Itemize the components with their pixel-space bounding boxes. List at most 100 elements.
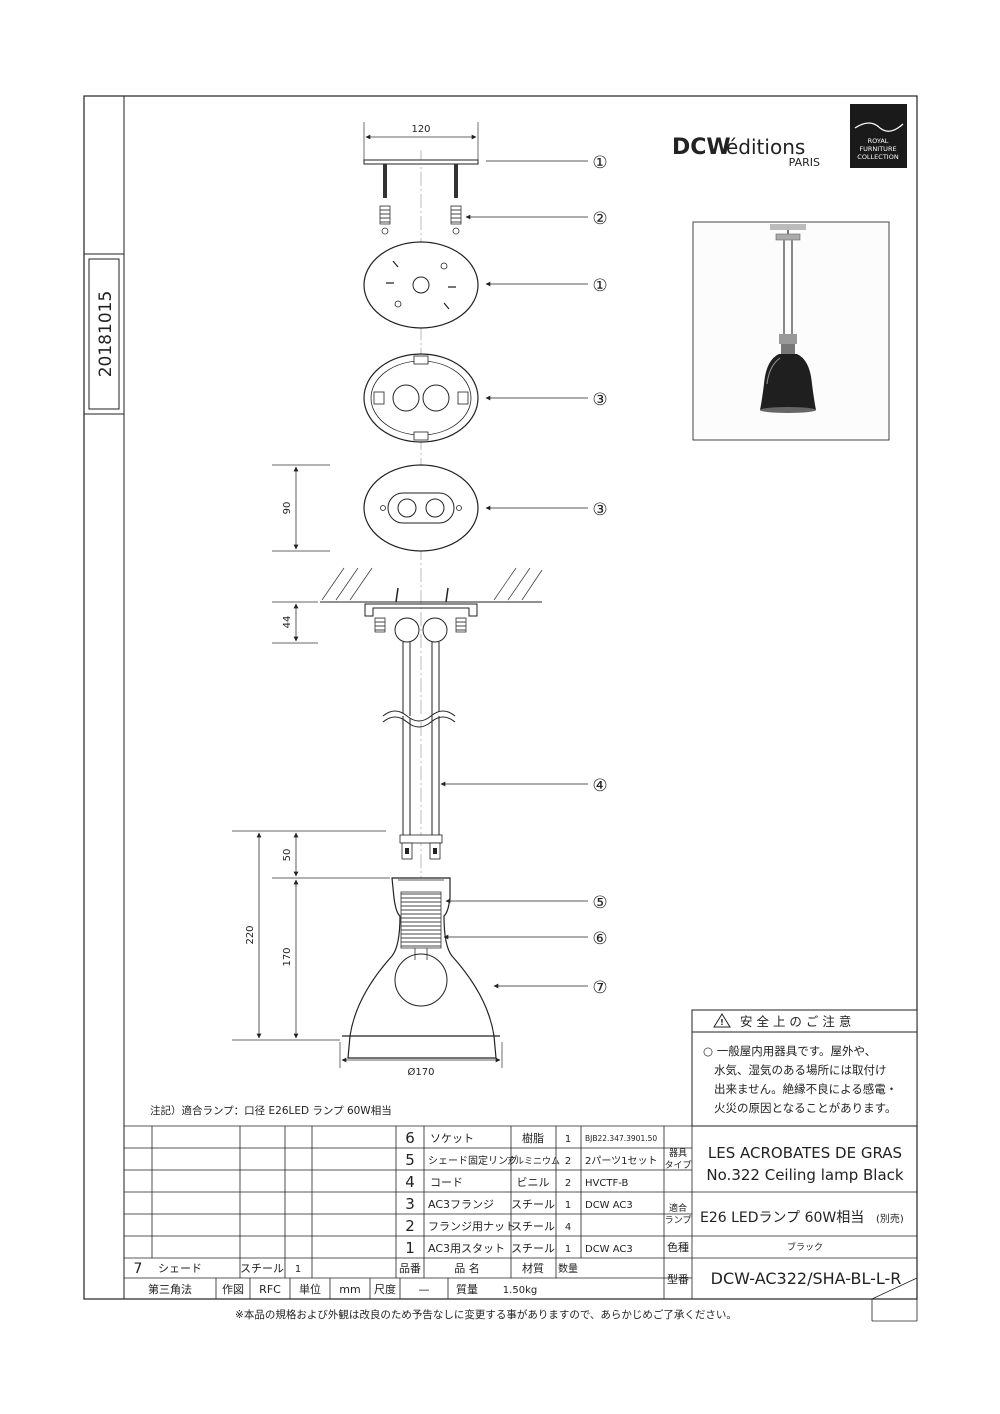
model-value: DCW-AC322/SHA-BL-L-R: [711, 1269, 902, 1288]
footer-row: 第三角法 作図 RFC 単位 mm 尺度 — 質量 1.50kg: [148, 1282, 537, 1296]
svg-text:—: —: [419, 1283, 430, 1296]
svg-text:90: 90: [282, 502, 293, 515]
svg-text:2: 2: [405, 1217, 415, 1235]
assembled-flange: [364, 603, 478, 643]
callout-5: ⑤: [592, 893, 607, 913]
lamp-note: 注記）適合ランプ：口径 E26LED ランプ 60W相当: [150, 1104, 392, 1117]
dimension-flange-height: 90: [272, 464, 330, 552]
color-label: 色種: [667, 1240, 689, 1254]
svg-text:120: 120: [411, 124, 430, 135]
svg-text:数量: 数量: [558, 1262, 578, 1275]
safety-line-3: 出来ません。絶縁不良による感電・: [714, 1082, 897, 1096]
svg-text:品番: 品番: [399, 1262, 421, 1275]
svg-text:樹脂: 樹脂: [522, 1131, 544, 1145]
callout-2: ②: [592, 209, 607, 229]
flange-back-view: [363, 353, 479, 443]
callout-6: ⑥: [592, 929, 607, 949]
date-stamp-text: 20181015: [96, 291, 116, 378]
svg-text:質量: 質量: [456, 1282, 478, 1296]
color-value: ブラック: [787, 1241, 823, 1253]
svg-text:DCW AC3: DCW AC3: [585, 1200, 633, 1211]
svg-text:2: 2: [565, 1156, 571, 1167]
svg-text:Ø170: Ø170: [408, 1066, 435, 1078]
callout-1b: ①: [592, 276, 607, 296]
product-name-line-1: LES ACROBATES DE GRAS: [708, 1144, 902, 1162]
lamp-label-1: 適合: [669, 1202, 687, 1214]
badge-line-2: FURNITURE: [859, 145, 896, 153]
svg-text:スチール: スチール: [511, 1198, 555, 1211]
plate-top-view: [363, 241, 479, 329]
svg-text:AC3用スタット: AC3用スタット: [428, 1242, 505, 1255]
svg-text:第三角法: 第三角法: [148, 1282, 192, 1296]
table-row: 4 コード ビニル 2 HVCTF-B: [405, 1173, 628, 1191]
callout-1a: ①: [592, 153, 607, 173]
cords-part: [382, 642, 456, 838]
badge-line-1: ROYAL: [868, 137, 889, 145]
svg-text:170: 170: [282, 947, 293, 966]
table-row-part-7: 7 シェード スチール 1: [134, 1261, 302, 1277]
ceiling-hatch: [320, 567, 543, 603]
parts-list: 6 ソケット 樹脂 1 BJB22.347.3901.50 5 シェード固定リン…: [134, 1129, 658, 1296]
svg-text:1: 1: [565, 1200, 571, 1211]
model-label: 型番: [667, 1272, 689, 1286]
svg-text:材質: 材質: [522, 1261, 544, 1275]
svg-text:!: !: [720, 1018, 724, 1027]
dimension-socket-height: 50: [232, 830, 390, 879]
safety-title: 安 全 上 の ご 注 意: [740, 1014, 851, 1029]
svg-text:2: 2: [565, 1178, 571, 1189]
svg-text:1: 1: [295, 1264, 301, 1275]
svg-text:BJB22.347.3901.50: BJB22.347.3901.50: [585, 1134, 657, 1143]
svg-text:アルミニウム: アルミニウム: [506, 1156, 560, 1167]
svg-text:6: 6: [405, 1129, 415, 1147]
lamp-label-2: ランプ: [665, 1215, 692, 1226]
svg-text:3: 3: [405, 1195, 415, 1213]
svg-text:コード: コード: [430, 1176, 463, 1189]
dimension-shade-diameter: Ø170: [339, 1042, 503, 1078]
table-row: 3 AC3フランジ スチール 1 DCW AC3: [405, 1195, 633, 1213]
badge-wave-icon: [854, 122, 904, 132]
dimension-shade-height: 170: [282, 879, 299, 1039]
safety-line-1: ○ 一般屋内用器具です。屋外や、: [703, 1044, 876, 1058]
callout-3a: ③: [592, 390, 607, 410]
callout-4: ④: [592, 776, 607, 796]
svg-text:RFC: RFC: [259, 1283, 281, 1296]
svg-text:mm: mm: [339, 1283, 360, 1296]
callout-7: ⑦: [592, 978, 607, 998]
svg-text:品 名: 品 名: [454, 1261, 480, 1275]
svg-text:スチール: スチール: [240, 1262, 284, 1275]
svg-text:1: 1: [565, 1244, 571, 1255]
type-label-1: 器具: [669, 1148, 687, 1159]
flange-nuts-part: [379, 205, 462, 235]
svg-text:1: 1: [565, 1134, 571, 1145]
svg-text:スチール: スチール: [511, 1220, 555, 1233]
svg-text:5: 5: [405, 1151, 415, 1169]
date-stamp: 20181015: [83, 253, 125, 415]
dimension-ceiling-gap: 44: [272, 601, 318, 644]
socket-and-shade: [342, 834, 500, 1059]
svg-text:50: 50: [282, 849, 293, 862]
svg-text:2パーツ1セット: 2パーツ1セット: [585, 1155, 658, 1167]
svg-text:シェード固定リング: シェード固定リング: [428, 1154, 518, 1167]
callout-3b: ③: [592, 500, 607, 520]
product-name-line-2: No.322 Ceiling lamp Black: [706, 1166, 903, 1184]
svg-text:単位: 単位: [299, 1282, 321, 1296]
svg-text:220: 220: [245, 925, 256, 944]
svg-text:ビニル: ビニル: [517, 1176, 550, 1189]
title-block: [124, 1125, 918, 1322]
spec-block: 器具 タイプ LES ACROBATES DE GRAS No.322 Ceil…: [664, 1144, 903, 1288]
brand-dcw: DCW: [672, 135, 731, 160]
svg-text:DCW AC3: DCW AC3: [585, 1244, 633, 1255]
brand-logo: DCW éditions PARIS: [672, 135, 820, 169]
svg-text:1.50kg: 1.50kg: [503, 1285, 537, 1296]
svg-text:4: 4: [565, 1222, 571, 1233]
lamp-value: E26 LEDランプ 60W相当: [700, 1210, 864, 1226]
svg-text:ソケット: ソケット: [430, 1132, 474, 1145]
royal-collection-badge: ROYAL FURNITURE COLLECTION: [850, 104, 907, 168]
brand-editions: éditions: [726, 135, 805, 159]
table-row: 5 シェード固定リング アルミニウム 2 2パーツ1セット: [405, 1151, 657, 1169]
warning-icon: [713, 1013, 731, 1028]
callout-leaders: [440, 160, 588, 989]
dimension-total-height: 220: [232, 832, 340, 1041]
svg-text:44: 44: [282, 616, 293, 629]
